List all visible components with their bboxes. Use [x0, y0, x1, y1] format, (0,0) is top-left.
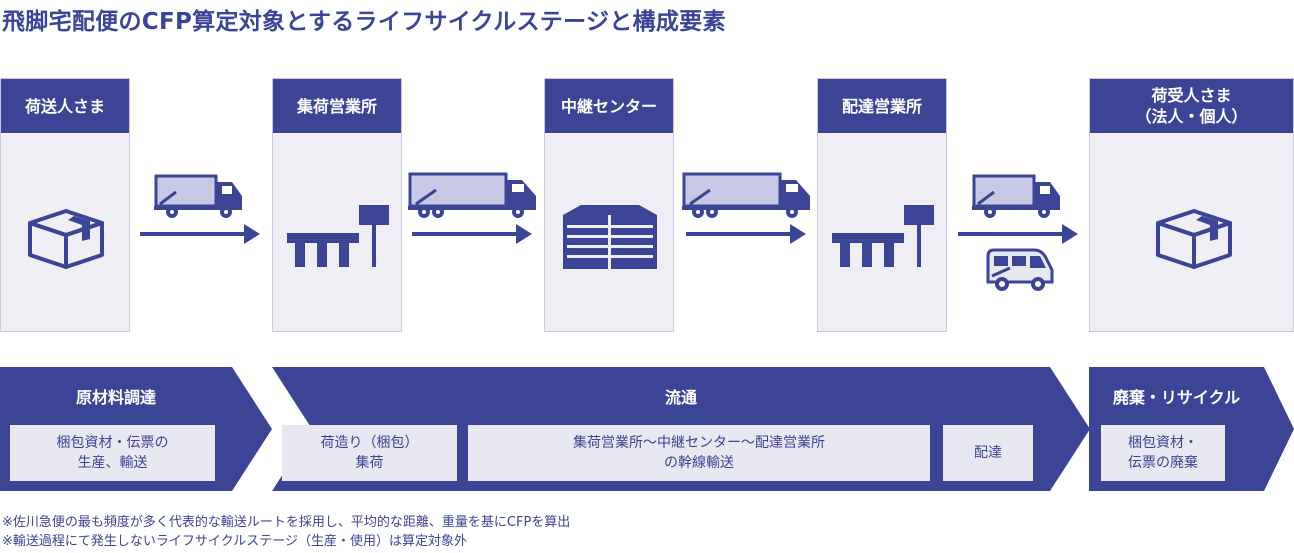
- band-box-line: 伝票の廃棄: [1128, 455, 1198, 471]
- band-box-line: の幹線輸送: [664, 455, 734, 471]
- band-box-line: 集荷: [355, 455, 384, 471]
- stage-label: 集荷営業所: [296, 96, 377, 116]
- flow-arrowhead: [790, 224, 806, 244]
- stage-relay-center: 中継センター: [544, 78, 674, 332]
- stage-header: 中継センター: [545, 79, 673, 133]
- stage-header: 荷送人さま: [1, 79, 129, 133]
- band-box-line: 梱包資材・伝票の: [56, 435, 169, 451]
- stage-sublabel: （法人・個人）: [1135, 107, 1248, 126]
- large-truck-icon: [682, 172, 810, 218]
- band-box: 集荷営業所〜中継センター〜配達営業所 の幹線輸送: [468, 425, 930, 481]
- band-procurement: 原材料調達 梱包資材・伝票の 生産、輸送: [0, 367, 272, 491]
- band-box-line: 生産、輸送: [77, 455, 148, 471]
- band-box-line: 荷造り（梱包）: [320, 435, 419, 451]
- stage-consignee: 荷受人さま （法人・個人）: [1089, 78, 1294, 332]
- band-title: 原材料調達: [75, 388, 156, 407]
- band-box: 梱包資材・伝票の 生産、輸送: [10, 425, 215, 481]
- stage-header: 荷受人さま （法人・個人）: [1090, 79, 1293, 133]
- flow-arrowhead: [1062, 224, 1078, 244]
- stage-label: 荷送人さま: [24, 96, 105, 116]
- stage-shipper: 荷送人さま: [0, 78, 130, 332]
- band-title: 廃棄・リサイクル: [1112, 388, 1241, 407]
- band-title: 流通: [664, 388, 697, 407]
- box-icon: [28, 209, 104, 269]
- band-box-line: 配達: [974, 445, 1002, 461]
- stage-header: 集荷営業所: [273, 79, 401, 133]
- stage-label: 荷受人さま: [1151, 86, 1232, 105]
- flow-arrow-line: [686, 232, 792, 236]
- stage-label: 配達営業所: [841, 96, 922, 116]
- stage-pickup-office: 集荷営業所: [272, 78, 402, 332]
- flow-arrow-line: [958, 232, 1064, 236]
- footnote: ※輸送過程にて発生しないライフサイクルステージ（生産・使用）は算定対象外: [2, 534, 467, 549]
- flow-arrow-line: [412, 232, 518, 236]
- building-icon: [563, 205, 657, 269]
- flow-arrowhead: [244, 224, 260, 244]
- band-disposal: 廃棄・リサイクル 梱包資材・ 伝票の廃棄: [1089, 367, 1294, 491]
- page-title: 飛脚宅配便のCFP算定対象とするライフサイクルステージと構成要素: [2, 9, 726, 35]
- van-icon: [986, 248, 1054, 291]
- flow-arrow-line: [140, 232, 246, 236]
- band-box-line: 梱包資材・: [1128, 435, 1198, 451]
- band-distribution: 流通 荷造り（梱包） 集荷 集荷営業所〜中継センター〜配達営業所 の幹線輸送 配…: [272, 367, 1090, 491]
- band-box: 荷造り（梱包） 集荷: [282, 425, 457, 481]
- small-truck-icon: [154, 174, 242, 218]
- band-box: 梱包資材・ 伝票の廃棄: [1101, 425, 1225, 481]
- stage-delivery-office: 配達営業所: [817, 78, 947, 332]
- depot-icon: [287, 205, 389, 267]
- small-truck-icon: [972, 174, 1060, 218]
- stage-label: 中継センター: [560, 96, 657, 116]
- box-icon: [1156, 209, 1232, 269]
- footnote: ※佐川急便の最も頻度が多く代表的な輸送ルートを採用し、平均的な距離、重量を基にC…: [2, 515, 571, 530]
- flow-arrowhead: [516, 224, 532, 244]
- depot-icon: [832, 205, 934, 267]
- large-truck-icon: [408, 172, 536, 218]
- band-box-line: 集荷営業所〜中継センター〜配達営業所: [573, 435, 825, 451]
- band-box: 配達: [943, 425, 1033, 481]
- stage-header: 配達営業所: [818, 79, 946, 133]
